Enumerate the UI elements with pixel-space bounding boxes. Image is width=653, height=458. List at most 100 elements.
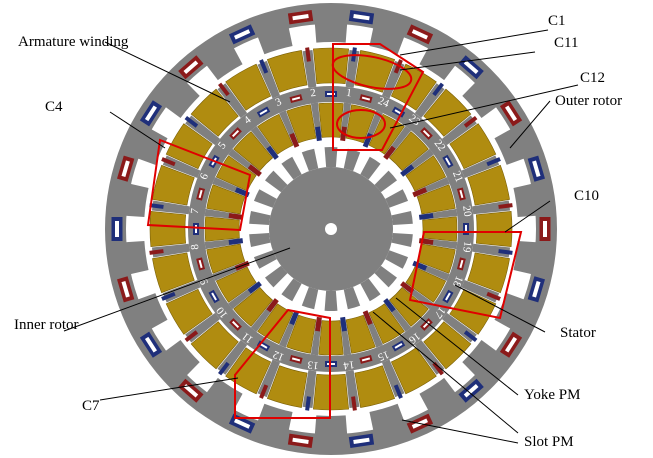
inner-rotor-tooth: [374, 170, 397, 193]
armature-coil-outer: [266, 365, 308, 408]
armature-coil-inner: [286, 104, 317, 144]
slot-pm-magnet: [149, 249, 164, 255]
label-inner-rotor: Inner rotor: [14, 317, 79, 333]
outer-rotor-tooth: [125, 183, 149, 217]
armature-coil-inner: [345, 314, 376, 354]
slot-pm-magnet: [266, 145, 279, 160]
armature-coil-outer: [467, 164, 510, 206]
outer-rotor-tooth: [165, 82, 200, 119]
armature-coil-inner: [345, 104, 376, 144]
slot-pm-magnet: [161, 157, 176, 167]
label-c10: C10: [574, 188, 599, 204]
stator-yoke-pm-marker: [198, 259, 203, 269]
armature-coil-inner: [215, 266, 257, 303]
slot-pm-magnet: [412, 260, 428, 271]
slot-pm-magnet: [228, 238, 244, 245]
slot-pm-magnet: [400, 281, 415, 294]
slot-number-8: 8: [189, 243, 202, 251]
armature-coil-outer: [467, 252, 510, 294]
armature-coil-outer: [152, 164, 195, 206]
slot-pm-magnet: [412, 187, 428, 198]
armature-coil-inner: [422, 216, 458, 242]
label-c12: C12: [580, 70, 605, 86]
slot-pm-magnet: [228, 213, 244, 220]
armature-coil-inner: [416, 184, 456, 215]
stator-outer-tooth: [472, 243, 511, 258]
yoke-pm-slot-marker: [121, 160, 130, 177]
stator-outer-tooth: [302, 49, 317, 88]
label-armature-winding: Armature winding: [18, 34, 129, 50]
outer-rotor-tooth: [419, 377, 456, 411]
outer-rotor-tooth: [206, 377, 243, 411]
inner-rotor-tooth: [343, 286, 361, 310]
slot-pm-magnet: [259, 384, 269, 399]
stator-outer-tooth: [345, 370, 360, 409]
slot-pm-magnet: [498, 249, 513, 255]
inner-rotor-tooth: [385, 189, 409, 208]
inner-rotor-tooth: [385, 250, 409, 269]
slot-pm-magnet: [486, 291, 501, 301]
stator-yoke-pm-marker: [361, 96, 371, 101]
yoke-pm-slot-marker: [353, 437, 370, 444]
slot-pm-magnet: [289, 132, 300, 148]
yoke-pm-slot-marker: [353, 14, 370, 21]
stator-yoke-pm-marker: [459, 259, 464, 269]
yoke-pm-slot-marker: [505, 336, 518, 353]
outer-rotor-tooth: [137, 293, 168, 330]
outer-rotor-tooth: [513, 183, 537, 217]
outer-rotor-tooth: [165, 339, 200, 376]
slot-pm-magnet: [266, 298, 279, 313]
slot-pm-magnet: [218, 82, 230, 97]
slot-number-9: 9: [198, 276, 211, 286]
armature-coil-inner: [206, 184, 246, 215]
armature-coil-outer: [449, 123, 497, 170]
armature-coil-outer: [475, 211, 513, 247]
coil-group-highlights: [146, 43, 523, 419]
slot-pm-magnet: [315, 126, 322, 142]
armature-coil-outer: [423, 321, 472, 370]
stator-yoke-pm-marker: [422, 130, 430, 138]
slot-pm-magnet: [161, 291, 176, 301]
inner-rotor-tooth: [360, 278, 381, 302]
coil-group-c1-outline: [332, 43, 425, 151]
inner-rotor-tooth: [253, 189, 277, 208]
slot-number-2: 2: [310, 87, 317, 100]
inner-rotor-tooth: [249, 210, 271, 226]
slot-pm-magnet: [149, 203, 164, 209]
slot-pm-magnet: [463, 330, 478, 342]
armature-coil-outer: [190, 321, 239, 370]
slot-number-1: 1: [345, 87, 352, 100]
outer-rotor-tooth: [257, 27, 293, 55]
stator-yoke-pm-marker: [232, 130, 240, 138]
armature-coil-outer: [266, 50, 308, 93]
slot-pm-magnet: [418, 213, 434, 220]
inner-rotor-tooth: [281, 156, 302, 180]
inner-rotor-tooth: [391, 210, 413, 226]
slot-pm-magnet: [383, 145, 396, 160]
slot-number-6: 6: [198, 171, 211, 181]
slot-pm-magnet: [463, 116, 478, 128]
armature-coil-inner: [405, 155, 447, 192]
armature-coil-inner: [233, 131, 274, 172]
slot-pm-magnet: [247, 281, 262, 294]
outer-rotor-tooth: [494, 293, 525, 330]
yoke-pm-slot-marker: [292, 437, 309, 444]
labels: Armature winding C1 C11 C12 C4 Outer rot…: [14, 13, 622, 450]
outer-rotor-tooth: [513, 241, 537, 275]
slot-pm-magnet: [393, 384, 403, 399]
slot-number-13: 13: [306, 358, 319, 371]
outer-rotor-tooth: [369, 27, 405, 55]
yoke-pm-slot-marker: [543, 221, 547, 237]
slot-pm-magnet: [218, 361, 230, 376]
yoke-pm-slot-marker: [463, 383, 479, 398]
outer-rotor-tooth: [369, 403, 405, 431]
slot-number-15: 15: [376, 348, 391, 363]
label-c11: C11: [554, 35, 578, 51]
inner-rotor-tooth: [324, 290, 338, 311]
yoke-pm-slot-marker: [411, 29, 429, 40]
slot-pm-magnet: [184, 330, 199, 342]
slot-number-3: 3: [274, 96, 284, 109]
stator-yoke-pm-marker: [361, 357, 371, 362]
stator-yoke-pm-marker: [259, 343, 268, 349]
yoke-pm-slot-marker: [292, 14, 309, 21]
